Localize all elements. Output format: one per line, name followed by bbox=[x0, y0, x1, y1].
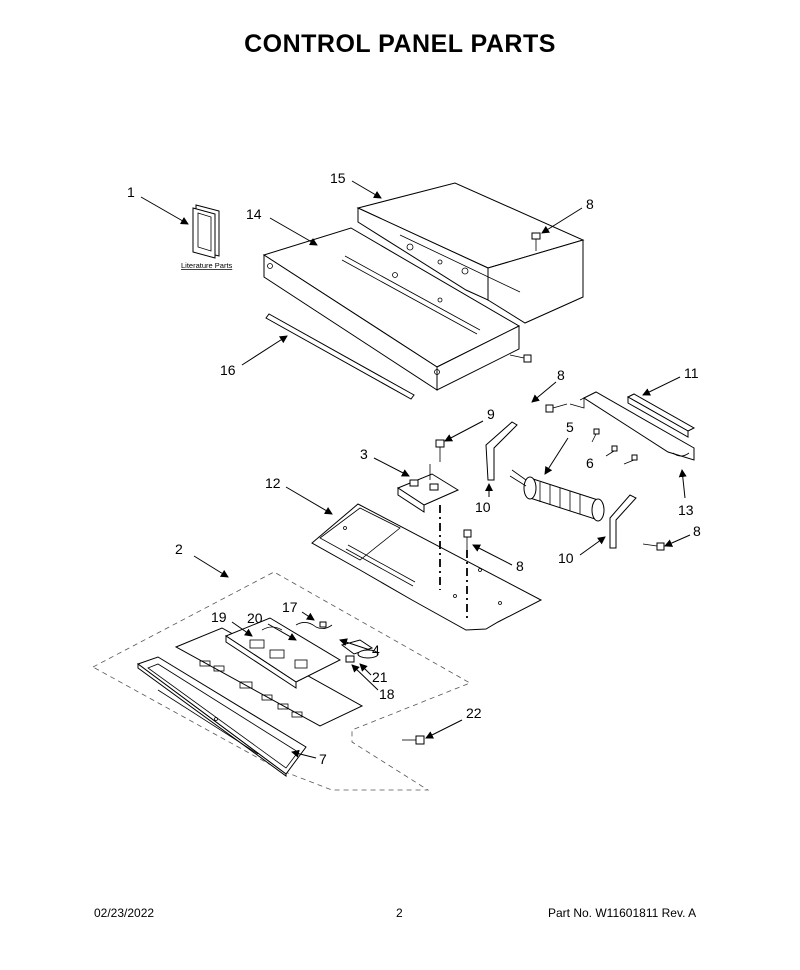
svg-text:9: 9 bbox=[487, 406, 495, 422]
svg-text:8: 8 bbox=[693, 523, 701, 539]
svg-text:8: 8 bbox=[557, 367, 565, 383]
callout-13: 13 bbox=[678, 469, 694, 518]
svg-text:22: 22 bbox=[466, 705, 482, 721]
callout-8-housing: 8 bbox=[531, 367, 565, 403]
spacer bbox=[345, 655, 355, 663]
callout-16: 16 bbox=[220, 335, 288, 378]
control-assembly-outline bbox=[92, 571, 471, 791]
svg-text:8: 8 bbox=[586, 196, 594, 212]
svg-text:21: 21 bbox=[372, 669, 388, 685]
svg-text:20: 20 bbox=[247, 610, 263, 626]
svg-text:14: 14 bbox=[246, 206, 262, 222]
callout-8-base: 8 bbox=[472, 544, 524, 574]
trim-piece bbox=[626, 393, 696, 438]
control-panel-housing bbox=[262, 227, 521, 391]
callout-6: 6 bbox=[586, 455, 594, 471]
svg-text:5: 5 bbox=[566, 419, 574, 435]
callout-10-right: 10 bbox=[558, 536, 606, 566]
callout-19: 19 bbox=[211, 609, 253, 637]
screw-bracket bbox=[545, 403, 568, 413]
bracket-screw bbox=[435, 439, 445, 462]
mounting-bracket bbox=[569, 391, 695, 461]
callout-14: 14 bbox=[246, 206, 318, 246]
callout-8-right: 8 bbox=[664, 523, 701, 547]
callout-20: 20 bbox=[247, 610, 297, 641]
callout-18: 18 bbox=[351, 664, 395, 702]
screw-base bbox=[463, 529, 472, 550]
svg-text:8: 8 bbox=[516, 558, 524, 574]
svg-text:16: 16 bbox=[220, 362, 236, 378]
callout-1: 1 bbox=[127, 184, 189, 225]
screw-housing bbox=[509, 354, 532, 363]
fan-bracket-left bbox=[485, 421, 518, 481]
fan-bracket-right bbox=[609, 494, 637, 549]
mounting-plate bbox=[311, 503, 543, 631]
footer-part-number: Part No. W11601811 Rev. A bbox=[548, 906, 697, 920]
panel-screw bbox=[402, 735, 425, 745]
callout-5: 5 bbox=[544, 419, 574, 475]
svg-text:6: 6 bbox=[586, 455, 594, 471]
svg-text:1: 1 bbox=[127, 184, 135, 200]
callout-12: 12 bbox=[265, 475, 333, 515]
svg-text:13: 13 bbox=[678, 502, 694, 518]
svg-text:18: 18 bbox=[379, 686, 395, 702]
callout-22: 22 bbox=[425, 705, 482, 739]
callout-9: 9 bbox=[444, 406, 495, 442]
page-title: CONTROL PANEL PARTS bbox=[244, 30, 556, 58]
wire-harness bbox=[295, 621, 333, 629]
svg-text:12: 12 bbox=[265, 475, 281, 491]
control-board bbox=[224, 617, 342, 689]
svg-text:11: 11 bbox=[684, 365, 699, 381]
footer-page-number: 2 bbox=[396, 906, 403, 920]
svg-text:19: 19 bbox=[211, 609, 227, 625]
screw-top bbox=[531, 232, 541, 251]
callout-8-top: 8 bbox=[541, 196, 594, 234]
connector bbox=[357, 649, 379, 659]
callout-11: 11 bbox=[642, 365, 699, 396]
callout-3: 3 bbox=[360, 446, 410, 477]
svg-text:17: 17 bbox=[282, 599, 298, 615]
literature-booklet: Literature Parts bbox=[181, 204, 233, 270]
svg-text:15: 15 bbox=[330, 170, 346, 186]
callout-2: 2 bbox=[175, 541, 229, 578]
svg-text:7: 7 bbox=[319, 751, 327, 767]
svg-text:10: 10 bbox=[558, 550, 574, 566]
literature-parts-label: Literature Parts bbox=[181, 261, 233, 270]
cooling-fan bbox=[509, 469, 605, 522]
svg-text:3: 3 bbox=[360, 446, 368, 462]
svg-text:10: 10 bbox=[475, 499, 491, 515]
trim-strip bbox=[265, 313, 415, 400]
callout-7: 7 bbox=[291, 749, 327, 767]
small-screws bbox=[591, 428, 638, 465]
footer-date: 02/23/2022 bbox=[94, 906, 155, 920]
svg-text:4: 4 bbox=[372, 642, 380, 658]
control-bracket-assembly bbox=[396, 464, 460, 513]
callout-17: 17 bbox=[282, 599, 315, 621]
callout-21: 21 bbox=[359, 663, 388, 685]
top-cover bbox=[356, 182, 585, 324]
callout-4: 4 bbox=[339, 638, 380, 658]
callout-15: 15 bbox=[330, 170, 382, 199]
screw-right bbox=[642, 542, 665, 551]
callout-10-left: 10 bbox=[475, 483, 493, 515]
svg-text:2: 2 bbox=[175, 541, 183, 557]
